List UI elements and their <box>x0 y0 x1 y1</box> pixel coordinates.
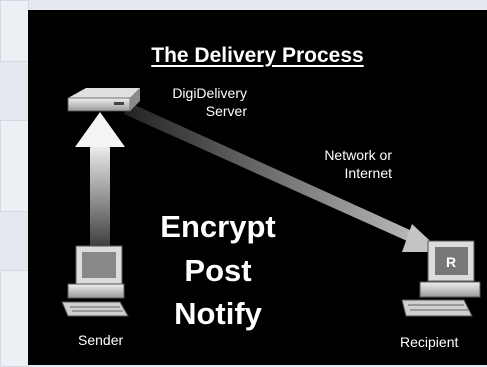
recipient-label: Recipient <box>400 334 459 350</box>
delivery-process-slide: R The Delivery Process DigiDelivery Serv… <box>28 10 487 365</box>
background-tile <box>0 120 29 212</box>
recipient-computer-icon: R <box>401 240 481 317</box>
step-post: Post <box>184 253 252 288</box>
background-tile <box>0 0 29 62</box>
network-label-line1: Network or <box>324 147 392 163</box>
step-encrypt: Encrypt <box>160 209 276 244</box>
upload-arrow <box>75 112 125 249</box>
recipient-screen-letter: R <box>446 254 456 270</box>
network-label-line2: Internet <box>344 165 392 181</box>
server-icon <box>67 88 140 112</box>
server-label-line1: DigiDelivery <box>172 85 247 101</box>
sender-label: Sender <box>78 332 124 348</box>
server-label: DigiDelivery Server <box>165 84 247 120</box>
sender-computer-icon <box>61 245 129 317</box>
diagram-title: The Delivery Process <box>151 44 364 67</box>
diagram-graphics: R <box>61 88 481 317</box>
network-label: Network or Internet <box>304 146 392 182</box>
step-notify: Notify <box>174 296 262 331</box>
server-label-line2: Server <box>205 103 247 119</box>
background-tile <box>0 270 29 367</box>
